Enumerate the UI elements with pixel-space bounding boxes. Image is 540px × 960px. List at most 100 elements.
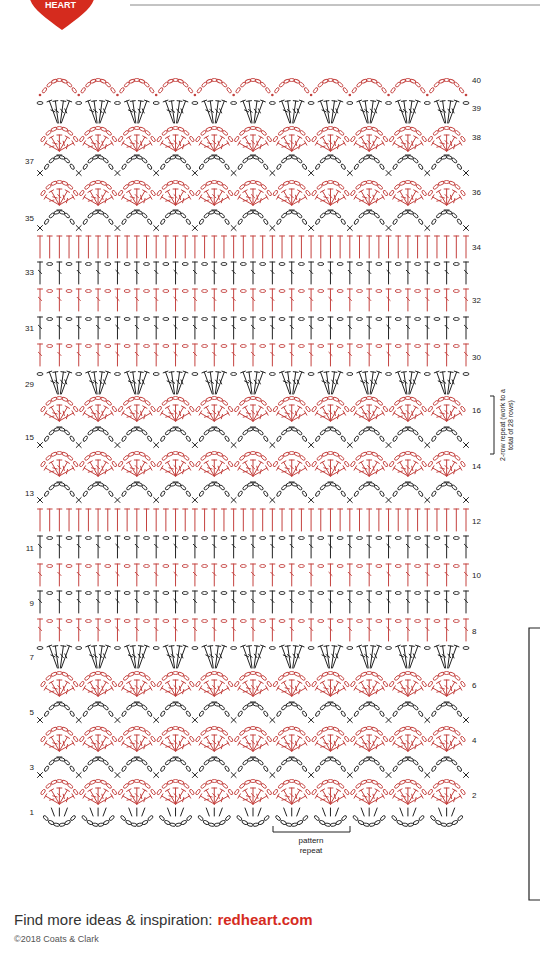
chain-stitch <box>460 406 466 413</box>
chain-stitch <box>276 435 282 442</box>
chain-stitch <box>40 461 46 468</box>
slip-stitch <box>116 94 119 97</box>
chain-stitch <box>224 218 230 225</box>
chain-stitch <box>45 130 51 136</box>
double-crochet <box>324 143 328 144</box>
chain-stitch <box>211 452 217 455</box>
chain-stitch <box>161 130 167 136</box>
chain-stitch <box>433 130 439 136</box>
chain-stitch <box>240 565 246 568</box>
chain-stitch <box>195 461 201 468</box>
chain-stitch <box>449 181 456 186</box>
chain-stitch <box>182 263 188 266</box>
chain-stitch <box>260 537 266 540</box>
chain-stitch <box>263 435 269 442</box>
double-crochet <box>440 197 444 198</box>
chain-stitch <box>182 592 188 595</box>
chain-stitch <box>454 455 460 461</box>
chain-stitch <box>394 455 400 461</box>
chain-stitch <box>100 397 107 402</box>
chain-stitch <box>327 397 333 400</box>
double-crochet <box>285 197 289 198</box>
double-crochet <box>221 144 222 148</box>
chain-stitch <box>302 163 308 170</box>
chain-stitch <box>276 163 282 170</box>
chain-stitch <box>45 400 51 406</box>
chain-stitch <box>392 490 398 497</box>
chain-stitch <box>394 184 400 190</box>
chain-stitch <box>266 136 272 143</box>
chain-stitch <box>221 537 227 540</box>
chain-stitch <box>178 127 185 132</box>
chain-stitch <box>85 537 91 540</box>
double-crochet <box>409 372 414 373</box>
chain-stitch <box>105 345 111 348</box>
chain-stitch <box>412 484 418 490</box>
chain-stitch <box>69 218 75 225</box>
chain-stitch <box>298 620 304 623</box>
chain-stitch <box>56 397 62 400</box>
chain-stitch <box>316 400 322 406</box>
chain-stitch <box>161 455 167 461</box>
chain-stitch <box>338 130 344 136</box>
chain-stitch <box>434 565 440 568</box>
chain-stitch <box>318 290 324 293</box>
chain-stitch <box>460 190 466 197</box>
chain-stitch <box>222 130 228 136</box>
chain-stitch <box>85 318 91 321</box>
chain-stitch <box>340 163 346 170</box>
chain-stitch <box>392 435 398 442</box>
double-crochet <box>376 144 377 148</box>
double-crochet <box>183 414 184 418</box>
chain-stitch <box>294 452 301 457</box>
chain-stitch <box>139 127 146 132</box>
chain-stitch <box>192 102 198 105</box>
chain-stitch <box>433 455 439 461</box>
chain-stitch <box>163 565 169 568</box>
chain-stitch <box>123 400 129 406</box>
chain-stitch <box>415 565 421 568</box>
chain-stitch <box>240 620 246 623</box>
chain-stitch <box>278 400 284 406</box>
chain-stitch <box>272 406 278 413</box>
chain-stitch <box>412 157 418 163</box>
chain-stitch <box>463 373 469 376</box>
chain-stitch <box>228 406 234 413</box>
chain-stitch <box>395 263 401 266</box>
chain-stitch <box>182 318 188 321</box>
chain-stitch <box>296 157 302 163</box>
chain-stitch <box>123 184 129 190</box>
double-crochet <box>92 197 96 198</box>
chain-stitch <box>302 435 308 442</box>
chain-stitch <box>386 373 392 376</box>
double-crochet <box>440 372 445 373</box>
chain-stitch <box>189 406 195 413</box>
chain-stitch <box>85 620 91 623</box>
chain-stitch <box>255 127 262 132</box>
double-crochet <box>66 144 67 148</box>
double-crochet <box>285 372 290 373</box>
double-crochet <box>448 372 453 373</box>
chain-stitch <box>327 127 333 130</box>
chain-stitch <box>357 592 363 595</box>
double-crochet <box>169 101 174 102</box>
chain-stitch <box>374 212 380 218</box>
chain-stitch <box>337 290 343 293</box>
chain-stitch <box>79 461 85 468</box>
chain-stitch <box>418 218 424 225</box>
chain-stitch <box>124 263 130 266</box>
chain-stitch <box>84 184 90 190</box>
chain-stitch <box>279 318 285 321</box>
chain-stitch <box>66 318 72 321</box>
chain-stitch <box>185 163 191 170</box>
chain-stitch <box>240 263 246 266</box>
chain-stitch <box>76 102 82 105</box>
chain-stitch <box>395 345 401 348</box>
chain-stitch <box>451 212 457 218</box>
chain-stitch <box>202 345 208 348</box>
slip-stitch <box>426 94 429 97</box>
chain-stitch <box>266 190 272 197</box>
chain-stitch <box>405 181 411 184</box>
chain-stitch <box>105 565 111 568</box>
